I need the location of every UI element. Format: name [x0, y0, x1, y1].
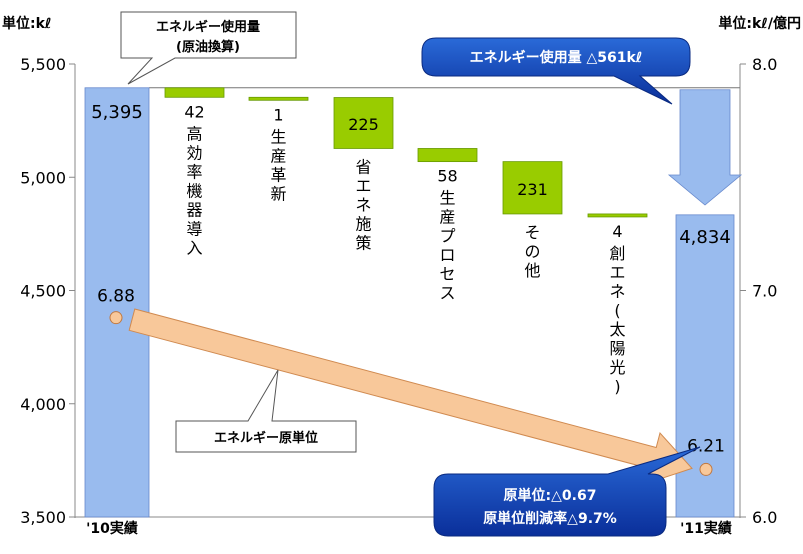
- category-label-2011: '11実績: [680, 520, 732, 537]
- decrement-value-label: 42: [184, 102, 204, 121]
- intensity-point-2011: [699, 462, 713, 476]
- decrement-category-label: その他: [524, 223, 540, 280]
- decrement-value-label: 58: [437, 167, 457, 186]
- decrement-bar: [248, 96, 309, 101]
- decrement-value-label: 231: [517, 180, 548, 199]
- intensity-callout-box: [175, 369, 357, 453]
- energy-usage-callout-line2: (原油換算): [176, 39, 240, 55]
- right-axis-unit-label: 単位:kℓ/億円: [718, 15, 801, 32]
- decrement-bars: 42 高効率機器導入 1 生産革新 225 省エネ施策 58 生産プロセス 231 その他 4 創エネ…: [164, 87, 648, 396]
- intensity-point-2010: [109, 311, 123, 325]
- usage-decrease-arrow: [667, 89, 743, 206]
- right-tick-label: 7.0: [752, 282, 777, 301]
- intensity-2010-label: 6.88: [97, 287, 135, 307]
- right-tick-label: 6.0: [752, 508, 777, 527]
- right-axis-ticks: 8.0 7.0 6.0: [740, 55, 777, 527]
- usage-change-text: エネルギー使用量 △561kℓ: [470, 49, 643, 66]
- decrement-category-label: 創エネ(太陽光): [609, 244, 625, 396]
- left-tick-label: 5,000: [20, 168, 66, 187]
- decrement-value-label: 4: [612, 222, 622, 241]
- decrement-category-label: 省エネ施策: [355, 157, 371, 252]
- bar-2010-value-label: 5,395: [91, 102, 143, 123]
- left-tick-label: 4,000: [20, 395, 66, 414]
- intensity-change-line2: 原単位削減率△9.7%: [483, 510, 617, 527]
- left-tick-label: 4,500: [20, 282, 66, 301]
- decrement-bar: [164, 87, 225, 98]
- intensity-2011-label: 6.21: [687, 436, 725, 456]
- right-tick-label: 8.0: [752, 55, 777, 74]
- decrement-value-label: 1: [273, 105, 283, 124]
- bar-2010-actual: [84, 87, 150, 518]
- bar-2011-value-label: 4,834: [679, 227, 731, 248]
- decrement-bar: [587, 213, 648, 218]
- energy-usage-callout-box: [120, 11, 297, 85]
- intensity-change-line1: 原単位:△0.67: [504, 487, 597, 504]
- intensity-callout-text: エネルギー原単位: [214, 430, 318, 446]
- left-tick-label: 3,500: [20, 508, 66, 527]
- intensity-trend-arrow: [128, 308, 693, 485]
- decrement-bar: [333, 97, 394, 149]
- decrement-bar: [502, 161, 563, 215]
- decrement-category-label: 生産革新: [270, 127, 286, 203]
- left-tick-label: 5,500: [20, 55, 66, 74]
- energy-usage-callout-line1: エネルギー使用量: [156, 19, 260, 35]
- decrement-category-label: 高効率機器導入: [186, 124, 202, 257]
- decrement-category-label: 生産プロセス: [439, 189, 455, 303]
- intensity-change-callout-box: [433, 446, 701, 537]
- left-axis-ticks: 5,500 5,000 4,500 4,000 3,500: [20, 55, 75, 527]
- usage-change-callout-box: [421, 37, 691, 105]
- left-axis-unit-label: 単位:kℓ: [2, 15, 52, 32]
- decrement-value-label: 225: [348, 115, 379, 134]
- category-label-2010: '10実績: [86, 520, 138, 537]
- decrement-bar: [417, 148, 478, 163]
